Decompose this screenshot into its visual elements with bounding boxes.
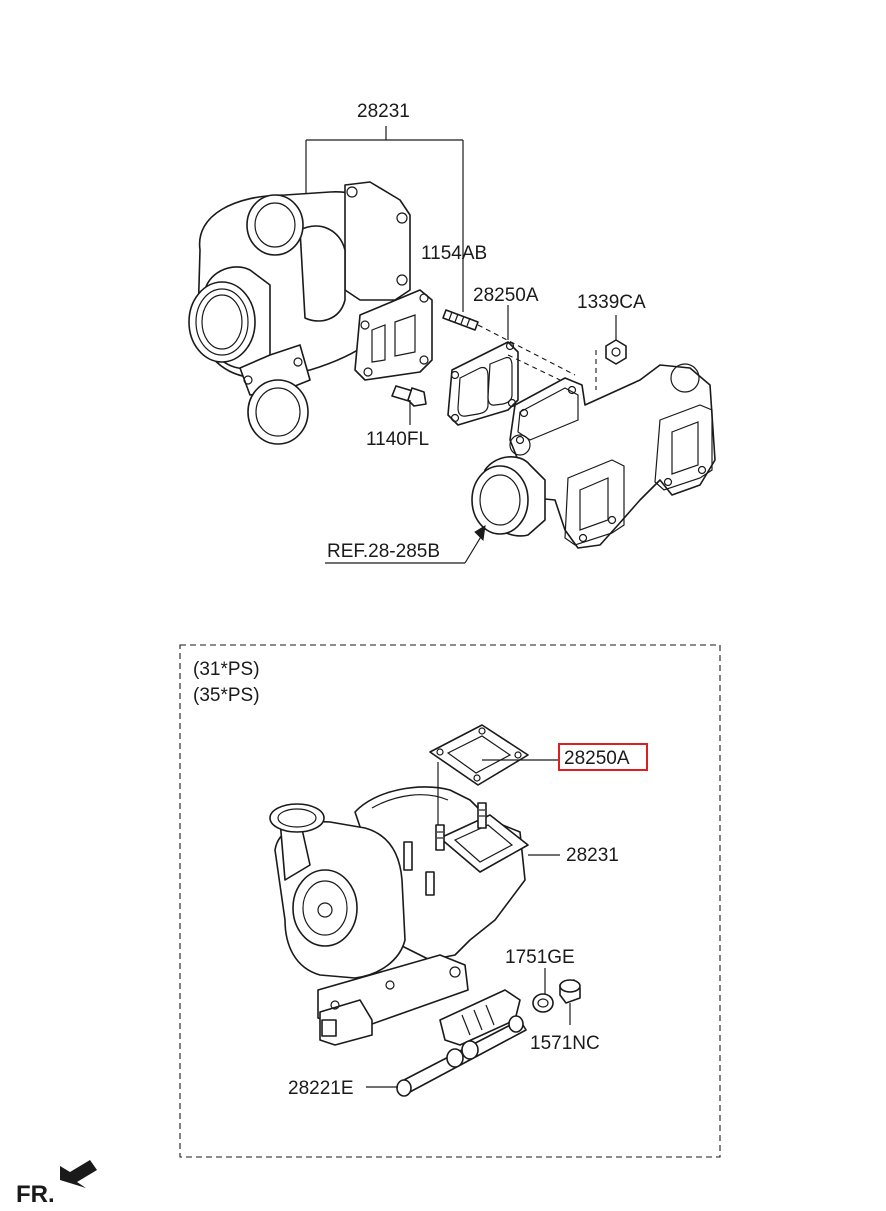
label-28250a-upper: 28250A	[473, 285, 539, 306]
variant-line-1: (31*PS)	[193, 659, 260, 680]
label-28231-lower: 28231	[566, 845, 619, 866]
upper-diagram: 28231 1154AB 28250A 1339CA 1140FL REF.28…	[188, 101, 716, 564]
label-1140fl: 1140FL	[366, 429, 429, 450]
label-1751ge: 1751GE	[505, 947, 575, 968]
label-1571nc: 1571NC	[530, 1033, 600, 1054]
turbocharger-upper-drawing	[188, 181, 433, 445]
front-arrow-icon	[60, 1160, 97, 1188]
label-1154ab: 1154AB	[421, 243, 487, 264]
gasket-upper-drawing	[447, 341, 519, 426]
stud-bolt-drawing	[442, 309, 479, 331]
washer-drawing	[532, 993, 554, 1013]
exhaust-manifold-drawing	[471, 363, 716, 549]
turbocharger-lower-drawing	[269, 786, 529, 1046]
oil-pipe-drawing	[396, 989, 527, 1097]
highlight-box[interactable]	[558, 743, 648, 771]
label-1339ca: 1339CA	[577, 292, 646, 313]
front-label: FR.	[16, 1181, 55, 1208]
gasket-lower-drawing	[429, 724, 529, 786]
front-direction-indicator: FR.	[16, 1160, 97, 1208]
lower-label-leaders	[366, 759, 571, 1088]
bolt-drawing	[391, 385, 427, 407]
variant-box	[179, 644, 721, 1158]
variant-line-2: (35*PS)	[193, 685, 260, 706]
plug-drawing	[559, 979, 581, 1004]
upper-assembly-lines	[477, 324, 597, 390]
turbo-assembly-leader	[305, 126, 464, 312]
label-28221e: 28221E	[288, 1078, 354, 1099]
lower-diagram: (31*PS) (35*PS)	[179, 644, 721, 1158]
nut-drawing	[605, 339, 627, 365]
label-28250a-lower[interactable]: 28250A	[564, 748, 630, 769]
label-ref-28-285b: REF.28-285B	[327, 541, 440, 562]
upper-label-leaders	[325, 305, 617, 564]
label-28231-upper: 28231	[357, 101, 410, 122]
